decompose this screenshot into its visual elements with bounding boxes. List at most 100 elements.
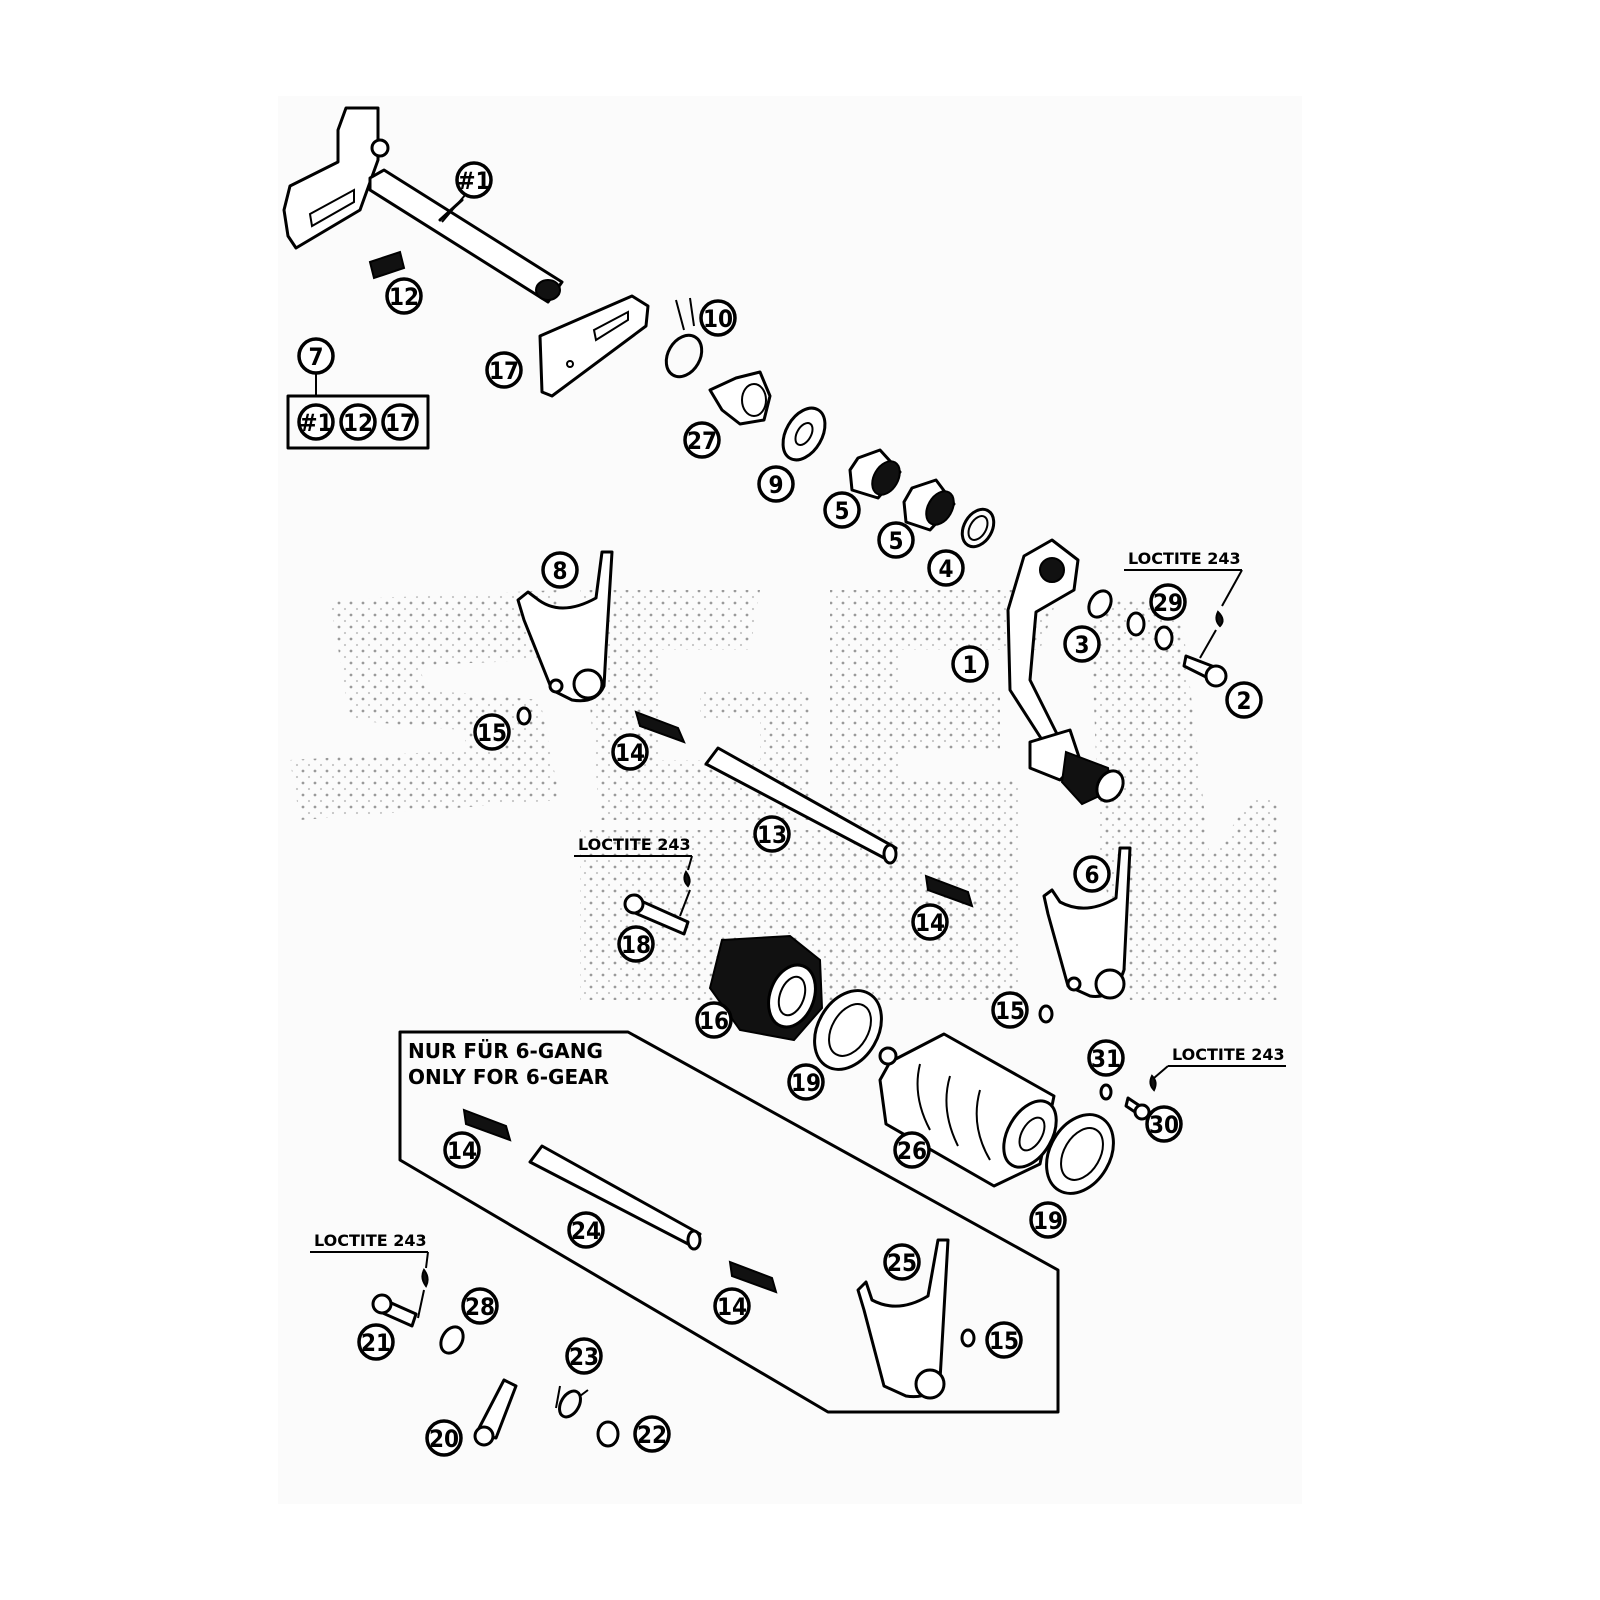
callout-13: 13 xyxy=(753,815,791,853)
loctite-note-4: LOCTITE 243 xyxy=(310,1231,429,1269)
callout-19a: 19 xyxy=(787,1063,825,1101)
callout-label: 1 xyxy=(962,651,977,679)
callout-label: 14 xyxy=(915,909,945,937)
callout-14b: 14 xyxy=(911,903,949,941)
callout-label: 9 xyxy=(768,471,783,499)
callout-circle xyxy=(753,815,791,853)
spring-part-14d xyxy=(728,1260,778,1294)
shift-rail-part-24 xyxy=(528,1144,702,1251)
shift-fork-part-8 xyxy=(516,550,614,703)
callout-kit: 7 xyxy=(297,337,335,375)
callout-circle xyxy=(443,1131,481,1169)
callout-circle xyxy=(1029,1201,1067,1239)
callout-10: 10 xyxy=(699,299,737,337)
callout-25: 25 xyxy=(883,1243,921,1281)
callout-circle xyxy=(883,1243,921,1281)
callout-circle xyxy=(877,521,915,559)
shift-drum-locating-part xyxy=(708,934,824,1042)
callout-label: 12 xyxy=(389,283,419,311)
loctite-note-1: LOCTITE 243 xyxy=(1124,549,1243,607)
loctite-label: LOCTITE 243 xyxy=(1172,1045,1285,1064)
callout-circle xyxy=(611,733,649,771)
callout-29: 29 xyxy=(1149,583,1187,621)
callout-circle xyxy=(713,1287,751,1325)
watermark-letter-s xyxy=(290,590,560,820)
callout-circle xyxy=(991,991,1029,1029)
callout-label: 2 xyxy=(1236,687,1251,715)
callout-23: 23 xyxy=(565,1337,603,1375)
spring-part-14b xyxy=(924,874,974,908)
callout-label: #1 xyxy=(457,167,490,195)
guide-bushing-part xyxy=(708,370,772,426)
callout-circle xyxy=(1225,681,1263,719)
callout-circle xyxy=(699,299,737,337)
callout-circle xyxy=(455,161,493,199)
callout-circle xyxy=(823,491,861,529)
callout-12: 12 xyxy=(385,277,423,315)
washer-part-9 xyxy=(781,406,827,462)
shaft-seal-part xyxy=(960,507,996,549)
washer-part-28 xyxy=(439,1325,465,1355)
spring-part-14a xyxy=(634,710,686,744)
callout-label: #1 xyxy=(299,409,332,437)
callout-circle xyxy=(617,925,655,963)
callout-circle xyxy=(1073,855,1111,893)
callout-circle xyxy=(381,403,419,441)
callout-label: 4 xyxy=(938,555,953,583)
callout-label: 7 xyxy=(308,343,323,371)
six-gear-note-en: ONLY FOR 6-GEAR xyxy=(408,1065,609,1089)
callout-label: 15 xyxy=(995,997,1025,1025)
callout-label: 3 xyxy=(1074,631,1089,659)
callout-circle xyxy=(893,1131,931,1169)
needle-bearing-part-b xyxy=(902,478,956,532)
kit-content-callout: 12 xyxy=(339,403,377,441)
return-spring-part xyxy=(664,297,704,379)
callout-5a: 5 xyxy=(823,491,861,529)
loctite-label: LOCTITE 243 xyxy=(314,1231,427,1250)
callout-30: 30 xyxy=(1145,1105,1183,1143)
callout-circle xyxy=(757,465,795,503)
callout-8: 8 xyxy=(541,551,579,589)
six-gear-region-outline xyxy=(398,1030,1060,1414)
callout-circle xyxy=(951,645,989,683)
callout-label: 8 xyxy=(552,557,567,585)
callout-label: 22 xyxy=(637,1421,667,1449)
callout-1a: #1 xyxy=(455,161,493,199)
callout-circle xyxy=(297,403,335,441)
callout-label: 30 xyxy=(1149,1111,1179,1139)
callout-18: 18 xyxy=(617,925,655,963)
roller-part-22 xyxy=(596,1420,620,1448)
callout-label: 21 xyxy=(361,1329,391,1357)
callout-label: 23 xyxy=(569,1343,599,1371)
callout-circle xyxy=(461,1287,499,1325)
lock-washer-part-29 xyxy=(1126,611,1174,651)
callout-label: 19 xyxy=(791,1069,821,1097)
callout-14a: 14 xyxy=(611,733,649,771)
six-gear-note-de: NUR FÜR 6-GANG xyxy=(408,1039,603,1063)
callout-circle xyxy=(1145,1105,1183,1143)
hex-bolt-part-2 xyxy=(1182,610,1228,688)
callout-label: 29 xyxy=(1153,589,1183,617)
callout-label: 16 xyxy=(699,1007,729,1035)
callout-15c: 15 xyxy=(985,1321,1023,1359)
callout-label: 18 xyxy=(621,931,651,959)
callout-label: 14 xyxy=(615,739,645,767)
callout-circle xyxy=(695,1001,733,1039)
callout-circle xyxy=(565,1337,603,1375)
callout-circle xyxy=(911,903,949,941)
loctite-label: LOCTITE 243 xyxy=(578,835,691,854)
kit-box xyxy=(286,372,430,450)
callout-label: 26 xyxy=(897,1137,927,1165)
callout-label: 19 xyxy=(1033,1207,1063,1235)
shift-plate-part xyxy=(538,294,650,398)
callout-label: 14 xyxy=(447,1137,477,1165)
callout-circle xyxy=(485,351,523,389)
watermark-letter-v xyxy=(1090,600,1280,1000)
callout-circle xyxy=(1087,1039,1125,1077)
callout-1: 1 xyxy=(951,645,989,683)
callout-14c: 14 xyxy=(443,1131,481,1169)
callout-circle xyxy=(633,1415,671,1453)
callout-label: 15 xyxy=(989,1327,1019,1355)
spring-part-12 xyxy=(368,250,406,280)
